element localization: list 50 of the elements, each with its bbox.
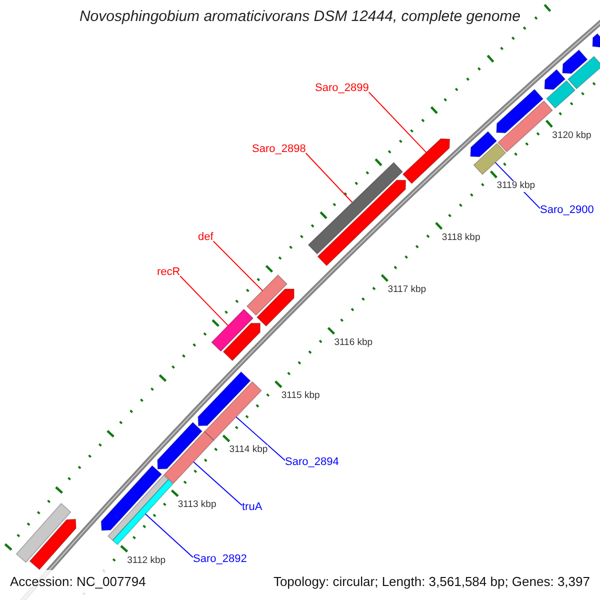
gene-block [308, 162, 404, 255]
gene-block [100, 465, 162, 531]
scale-label: 3116 kbp [334, 338, 373, 349]
scale-label: 3113 kbp [178, 500, 216, 512]
scale-label: 3114 kbp [229, 445, 268, 456]
gene-block [246, 274, 288, 316]
gene-label: Saro_2900 [540, 204, 594, 217]
gene-label: Saro_2899 [315, 82, 369, 95]
leader-line [236, 416, 286, 461]
gene-block [211, 308, 254, 352]
scale-label: 3115 kbp [281, 391, 320, 402]
gene-label: truA [242, 501, 262, 514]
leader-line [368, 92, 427, 153]
scale-label: 3117 kbp [388, 284, 426, 296]
leader-line [212, 240, 263, 292]
scale-label: 3112 kbp [127, 556, 166, 567]
gene-block [470, 131, 498, 158]
accession-text: Accession: NC_007794 [10, 575, 146, 590]
gene-block [544, 69, 566, 90]
leader-line [144, 513, 194, 558]
gene-block [546, 80, 576, 109]
map-title: Novosphingobium aromaticivorans DSM 12444, complete genome [78, 8, 522, 26]
gene-label: recR [157, 266, 180, 279]
gene-block [592, 33, 600, 48]
gene-block [496, 88, 544, 134]
leader-line [180, 276, 228, 326]
scale-label: 3118 kbp [442, 232, 480, 244]
gene-label: Saro_2892 [193, 553, 247, 566]
gene-block [164, 431, 214, 484]
gene-block [497, 100, 553, 152]
gene-block [157, 422, 203, 470]
gene-block [473, 142, 506, 175]
gene-block [204, 381, 262, 441]
gene-block [16, 502, 72, 563]
gene-label: Saro_2894 [285, 456, 339, 469]
scale-label: 3119 kbp [496, 181, 536, 192]
leader-line [305, 152, 353, 203]
scale-label: 3120 kbp [552, 130, 592, 142]
gene-block [29, 518, 76, 570]
leader-line [193, 461, 242, 506]
genome-info-text: Topology: circular; Length: 3,561,584 bp; Genes: 3,397 [273, 575, 590, 590]
gene-label: def [198, 231, 214, 244]
gene-block [402, 138, 450, 184]
gene-block [222, 322, 260, 362]
gene-block [562, 49, 588, 74]
gene-block [198, 371, 251, 426]
gene-block [317, 180, 406, 266]
gene-block [256, 288, 294, 327]
gene-block [568, 56, 600, 90]
gene-label: Saro_2898 [252, 143, 306, 156]
